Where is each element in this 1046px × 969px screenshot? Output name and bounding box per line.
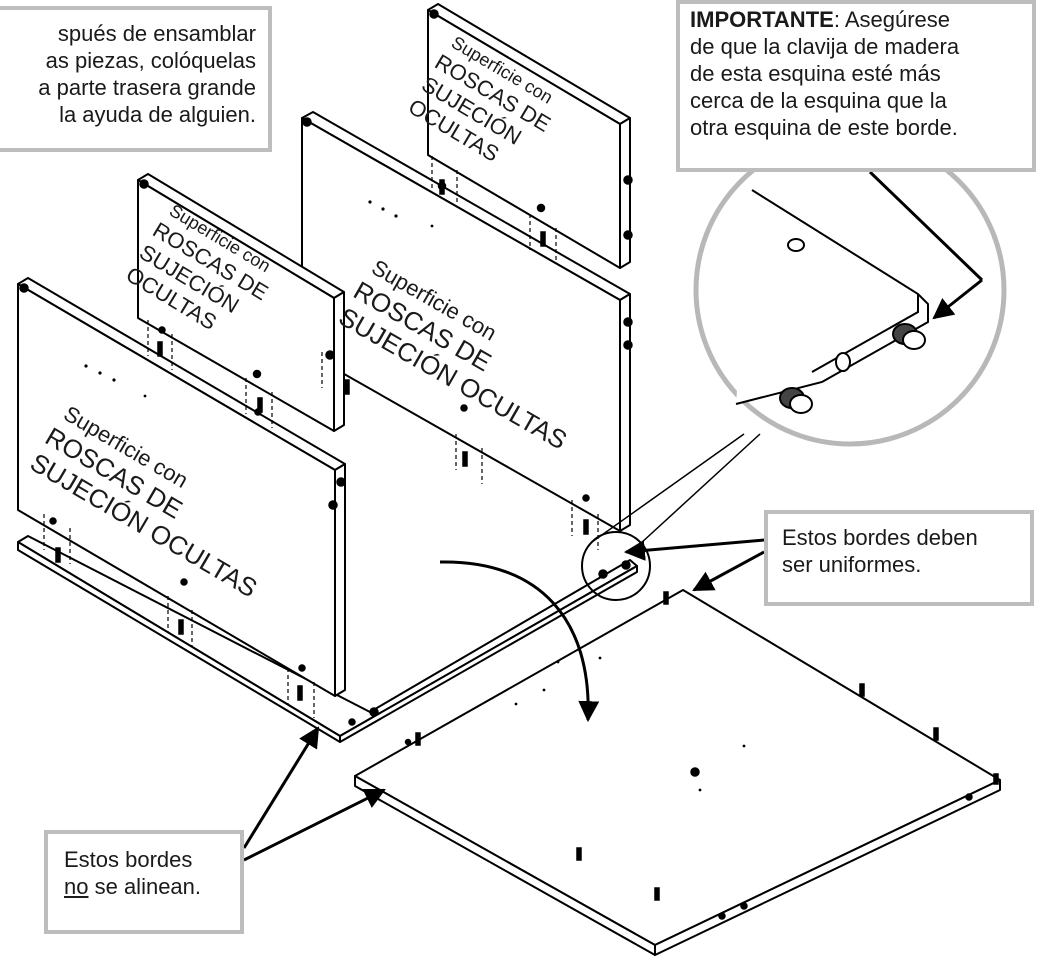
- callout-important-rest: : Asegúrese: [833, 7, 950, 32]
- panel-top-small: [427, 3, 631, 269]
- dowel-left: [779, 387, 813, 414]
- callout-notaligned-line1: Estos bordes: [64, 847, 193, 872]
- corner-highlight: [581, 433, 761, 601]
- dowel-guides: [43, 156, 599, 718]
- callout-even-edges: Estos bordes deben ser uniformes.: [764, 510, 1034, 606]
- callout-notaligned-rest: se alinean.: [88, 874, 202, 899]
- callout-important-line3: de esta esquina esté más: [690, 61, 941, 86]
- panel-mid-small: [137, 173, 345, 432]
- callout-important-line2: de que la clavija de madera: [690, 34, 960, 59]
- callout-tip-line1: spués de ensamblar: [57, 21, 256, 46]
- callout-assembly-tip: spués de ensamblar as piezas, colóquelas…: [0, 6, 272, 152]
- callout-not-aligned: Estos bordes no se alinean.: [44, 830, 244, 934]
- callout-tip-line4: la ayuda de alguien.: [59, 102, 256, 127]
- small-holes: [84, 200, 746, 792]
- callout-important-line5: otra esquina de este borde.: [690, 115, 958, 140]
- callout-notaligned-no: no: [64, 874, 89, 899]
- callout-tip-line3: a parte trasera grande: [38, 75, 256, 100]
- hardware-dots: [19, 9, 999, 920]
- callout-tip-line2: as piezas, colóquelas: [45, 48, 256, 73]
- callout-even-line1: Estos bordes deben: [782, 525, 978, 550]
- bottom-base-panel: [354, 589, 1001, 956]
- panel-large-front: [17, 277, 346, 697]
- dowel-right: [892, 323, 926, 350]
- pointer-arrows: [242, 170, 984, 862]
- callout-important: IMPORTANTE: Asegúrese de que la clavija …: [676, 0, 1036, 172]
- callout-even-line2: ser uniformes.: [782, 552, 922, 577]
- panel-large-back: [301, 111, 631, 532]
- base-strip-left: [17, 535, 638, 743]
- callout-important-line4: cerca de la esquina que la: [690, 88, 947, 113]
- detail-magnifier: [693, 133, 1007, 447]
- callout-important-bold: IMPORTANTE: [690, 7, 834, 32]
